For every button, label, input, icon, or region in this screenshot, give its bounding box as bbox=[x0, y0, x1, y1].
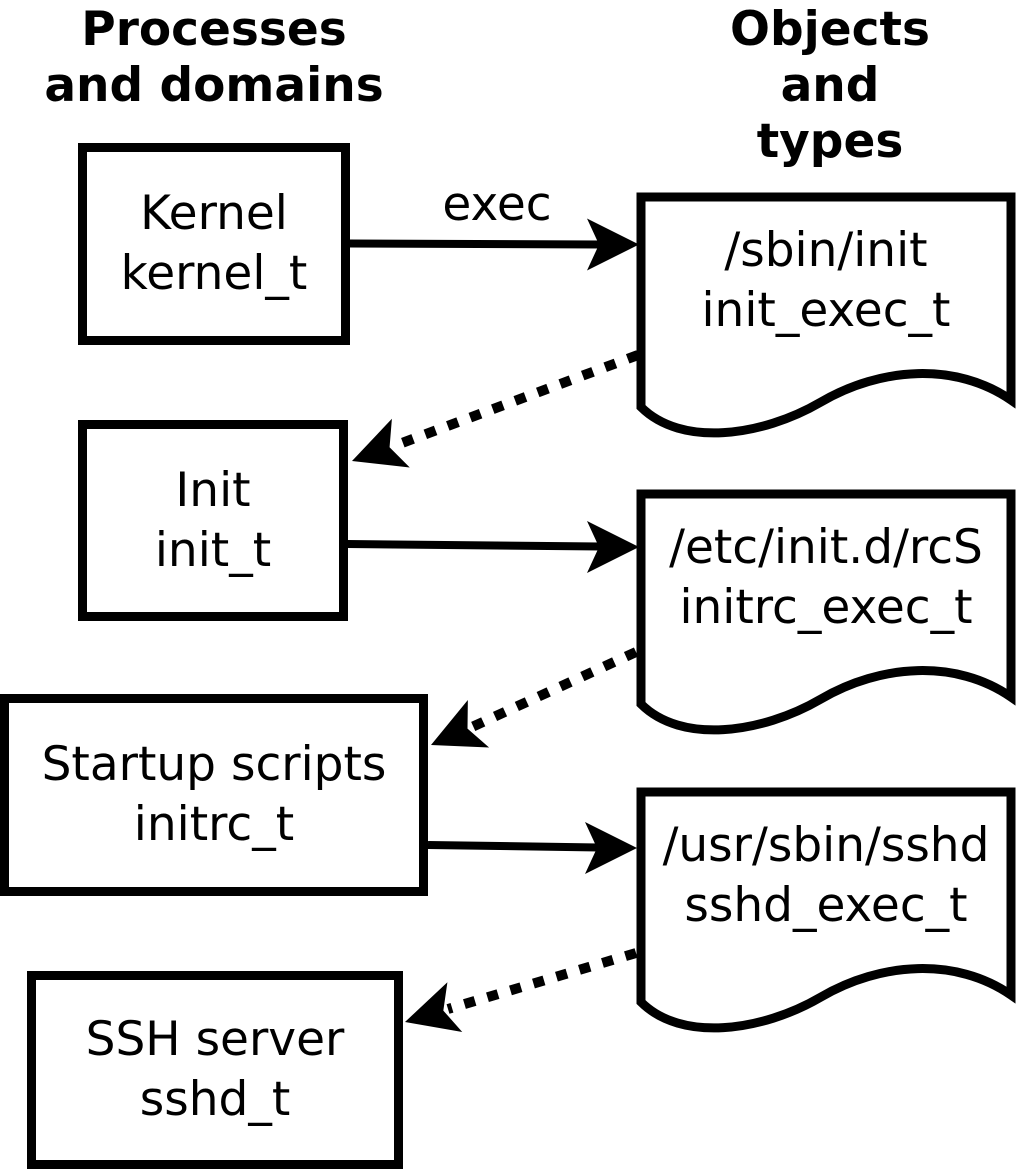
object-type: initrc_exec_t bbox=[679, 580, 973, 635]
object-path: /usr/sbin/sshd bbox=[662, 818, 990, 873]
document-shape-sbin-init bbox=[636, 192, 1016, 438]
object-label-usr-sbin-sshd: /usr/sbin/sshd sshd_exec_t bbox=[641, 792, 1011, 960]
arrowhead-icon bbox=[431, 700, 490, 748]
document-shape-usr-sbin-sshd bbox=[636, 787, 1016, 1033]
process-name: Init bbox=[175, 462, 251, 518]
process-box-startup-scripts: Startup scripts initrc_t bbox=[0, 694, 428, 896]
process-box-ssh-server: SSH server sshd_t bbox=[27, 971, 403, 1169]
object-path: /sbin/init bbox=[724, 223, 928, 278]
object-label-sbin-init: /sbin/init init_exec_t bbox=[641, 197, 1011, 365]
object-path: /etc/init.d/rcS bbox=[669, 520, 983, 575]
arrowhead-icon bbox=[585, 822, 637, 874]
dotted-arrow-sshd-exec-to-sshd bbox=[405, 948, 638, 1033]
document-shape-etc-initd-rcs bbox=[636, 489, 1016, 735]
dotted-arrow-initrc-exec-to-initrc bbox=[431, 647, 639, 748]
column-header-processes: Processes and domains bbox=[44, 2, 384, 113]
object-label-etc-initd-rcs: /etc/init.d/rcS initrc_exec_t bbox=[641, 494, 1011, 662]
process-name: Startup scripts bbox=[41, 737, 387, 792]
solid-arrow-kernel-to-init-exec bbox=[348, 218, 639, 271]
solid-arrow-initrc-to-sshd-exec bbox=[427, 822, 637, 874]
process-domain-type: initrc_t bbox=[133, 797, 295, 852]
arrowhead-icon bbox=[352, 418, 410, 468]
process-name: Kernel bbox=[140, 186, 288, 241]
arrowhead-icon bbox=[587, 521, 639, 573]
arrowhead-icon bbox=[405, 982, 463, 1033]
arrowhead-icon bbox=[587, 218, 639, 271]
column-header-objects: Objects and types bbox=[730, 2, 930, 169]
dotted-arrow-init-exec-to-init bbox=[352, 350, 640, 468]
process-name: SSH server bbox=[85, 1012, 345, 1067]
process-box-init: Init init_t bbox=[78, 420, 348, 621]
process-domain-type: sshd_t bbox=[139, 1072, 291, 1127]
exec-arrow-label: exec bbox=[442, 177, 552, 232]
process-domain-type: init_t bbox=[154, 522, 272, 578]
process-box-kernel: Kernel kernel_t bbox=[78, 143, 350, 345]
solid-arrow-init-to-initrc-exec bbox=[346, 521, 639, 573]
process-domain-type: kernel_t bbox=[120, 246, 308, 301]
object-type: init_exec_t bbox=[701, 283, 951, 338]
object-type: sshd_exec_t bbox=[684, 878, 968, 933]
